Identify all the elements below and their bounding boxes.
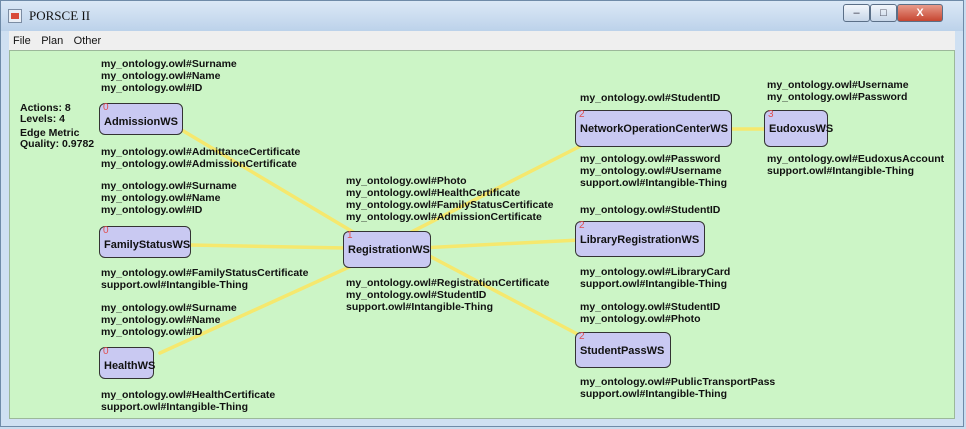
- node-eudoxusws[interactable]: 3 EudoxusWS: [764, 109, 833, 147]
- node-level: 2: [579, 220, 585, 231]
- node-level: 3: [768, 109, 774, 120]
- network-inputs: my_ontology.owl#StudentID: [580, 92, 721, 104]
- node-level: 2: [579, 331, 585, 342]
- app-icon: [8, 9, 22, 23]
- edge-metric-label: Edge Metric: [20, 127, 80, 139]
- title-bar[interactable]: PORSCE II – □ X: [1, 1, 963, 31]
- node-label: EudoxusWS: [769, 123, 834, 135]
- edge-family-registration: [188, 243, 347, 250]
- menu-other[interactable]: Other: [73, 35, 102, 47]
- window-title: PORSCE II: [29, 8, 91, 23]
- menu-file[interactable]: File: [13, 35, 31, 47]
- quality-value: Quality: 0.9782: [20, 138, 95, 150]
- node-label: StudentPassWS: [580, 345, 665, 357]
- edge-health-registration: [158, 251, 382, 355]
- node-registrationws[interactable]: 1 RegistrationWS: [343, 230, 431, 268]
- node-level: 0: [103, 102, 109, 113]
- node-familystatusws[interactable]: 0 FamilyStatusWS: [99, 225, 191, 258]
- menu-plan[interactable]: Plan: [41, 35, 64, 47]
- node-admissionws[interactable]: 0 AdmissionWS: [99, 102, 183, 135]
- node-label: LibraryRegistrationWS: [580, 234, 700, 246]
- levels-count: Levels: 4: [20, 113, 65, 125]
- node-healthws[interactable]: 0 HealthWS: [99, 346, 156, 379]
- close-button[interactable]: X: [897, 4, 943, 22]
- node-label: NetworkOperationCenterWS: [580, 123, 728, 135]
- actions-count: Actions: 8: [20, 102, 71, 114]
- edge-registration-network: [378, 129, 612, 250]
- node-libraryregistrationws[interactable]: 2 LibraryRegistrationWS: [575, 220, 705, 257]
- node-level: 0: [103, 225, 109, 236]
- edge-registration-studentpass: [418, 249, 602, 348]
- plan-stats: Actions: 8 Levels: 4 Edge Metric Quality…: [20, 103, 94, 150]
- node-label: AdmissionWS: [104, 116, 178, 128]
- node-label: HealthWS: [104, 360, 156, 372]
- edge-layer: [158, 127, 772, 355]
- menu-bar: File Plan Other: [9, 31, 955, 51]
- node-label: RegistrationWS: [348, 244, 430, 256]
- plan-graph-canvas[interactable]: Actions: 8 Levels: 4 Edge Metric Quality…: [9, 50, 955, 419]
- edge-admission-registration: [178, 127, 382, 250]
- node-level: 1: [347, 230, 353, 241]
- edge-registration-library: [418, 238, 582, 250]
- node-studentpassws[interactable]: 2 StudentPassWS: [575, 331, 671, 368]
- maximize-button[interactable]: □: [870, 4, 897, 22]
- node-level: 2: [579, 109, 585, 120]
- minimize-button[interactable]: –: [843, 4, 870, 22]
- node-networkoperationcenterws[interactable]: 2 NetworkOperationCenterWS: [575, 109, 732, 147]
- library-inputs: my_ontology.owl#StudentID: [580, 204, 721, 216]
- node-level: 0: [103, 346, 109, 357]
- node-label: FamilyStatusWS: [104, 239, 191, 251]
